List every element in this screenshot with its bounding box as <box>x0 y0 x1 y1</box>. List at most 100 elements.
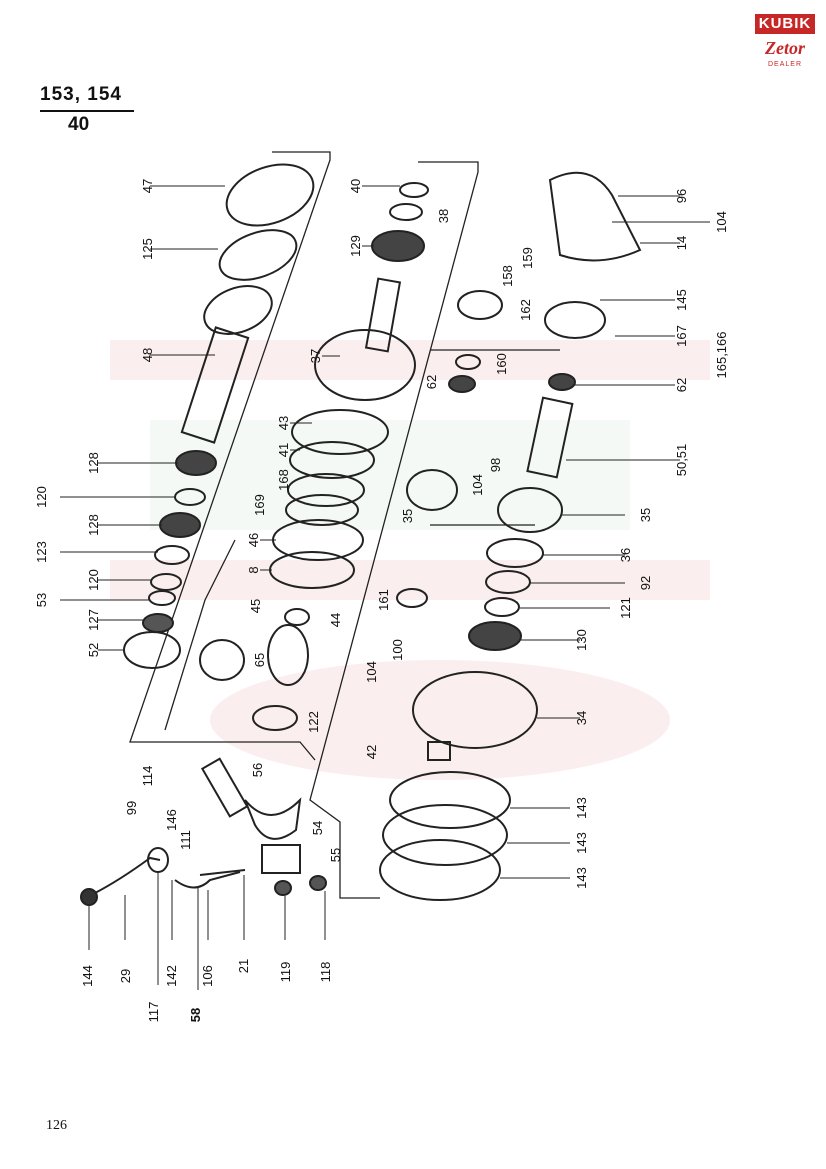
part-122-ring <box>252 705 298 731</box>
part-121-ring <box>484 597 520 617</box>
callout-120b: 120 <box>86 569 101 591</box>
assembly-outlines <box>129 151 560 899</box>
part-169-ring <box>285 494 359 526</box>
callout-117: 117 <box>146 1002 161 1023</box>
callout-29: 29 <box>118 969 133 983</box>
part-43-disc <box>291 409 389 455</box>
part-47-ring <box>225 163 315 227</box>
callout-62a: 62 <box>424 375 439 389</box>
callout-128a: 128 <box>86 452 101 474</box>
callout-21: 21 <box>236 959 251 973</box>
leader-lines <box>60 185 710 990</box>
callout-47: 47 <box>140 179 155 193</box>
callout-160: 160 <box>494 353 509 375</box>
callout-48: 48 <box>140 348 155 362</box>
callout-44: 44 <box>328 613 343 627</box>
callout-162: 162 <box>518 299 533 321</box>
callout-14: 14 <box>674 236 689 250</box>
part-118-nut <box>309 875 327 891</box>
callout-35a: 35 <box>400 509 415 523</box>
callout-145: 145 <box>674 289 689 311</box>
part-48-gear <box>203 285 273 335</box>
part-54-fork <box>244 797 302 840</box>
logo-dealer: DEALER <box>767 61 802 68</box>
callout-143a: 143 <box>574 797 589 819</box>
callout-167: 167 <box>674 325 689 347</box>
callout-130: 130 <box>574 629 589 651</box>
callout-40: 40 <box>348 179 363 193</box>
callout-120a: 120 <box>34 486 49 508</box>
part-123-ring <box>154 545 190 565</box>
callout-104a: 104 <box>714 211 729 233</box>
part-56-pin <box>200 757 249 818</box>
callout-92: 92 <box>638 576 653 590</box>
part-143c-oring <box>379 839 501 901</box>
callout-144: 144 <box>80 965 95 987</box>
callout-41: 41 <box>276 443 291 457</box>
callout-119: 119 <box>278 962 293 983</box>
callout-168: 168 <box>276 469 291 491</box>
part-29-lever <box>94 856 161 894</box>
callout-125: 125 <box>140 238 155 260</box>
callout-42: 42 <box>364 745 379 759</box>
callout-127: 127 <box>86 609 101 631</box>
callout-128b: 128 <box>86 514 101 536</box>
callout-58: 58 <box>188 1008 203 1022</box>
part-161-ring <box>396 588 428 608</box>
part-130-bearing <box>468 621 522 651</box>
part-45-springs <box>267 624 309 686</box>
part-160-ring <box>455 354 481 370</box>
part-119-nut <box>274 880 292 896</box>
callout-118: 118 <box>318 962 333 983</box>
callout-99: 99 <box>124 801 139 815</box>
part-65-hub <box>199 639 245 681</box>
callout-37: 37 <box>308 349 323 363</box>
callout-52: 52 <box>86 643 101 657</box>
part-168-ring <box>287 473 365 507</box>
callout-53: 53 <box>34 593 49 607</box>
group-number: 40 <box>68 114 90 135</box>
left-assembly-outline <box>129 151 331 761</box>
callout-5051: 50,51 <box>674 444 689 477</box>
part-55-block <box>261 844 301 874</box>
part-128b-bearing <box>159 512 201 538</box>
part-37-shaft <box>364 277 402 353</box>
part-38-ring <box>389 203 423 221</box>
part-48-shaft <box>180 326 250 444</box>
callout-8: 8 <box>246 566 261 573</box>
callout-123: 123 <box>34 541 49 563</box>
callout-36: 36 <box>618 548 633 562</box>
middle-assembly-outline <box>309 161 479 899</box>
callout-98: 98 <box>488 458 503 472</box>
logo-brand: KUBIK <box>755 14 815 34</box>
part-44-ring <box>284 608 310 626</box>
part-129-bearing <box>371 230 425 262</box>
callout-169: 169 <box>252 494 267 516</box>
part-92-ring <box>485 570 531 594</box>
callout-96: 96 <box>674 189 689 203</box>
callout-45: 45 <box>248 599 263 613</box>
callout-142: 142 <box>164 965 179 987</box>
callout-65: 65 <box>252 653 267 667</box>
callout-43: 43 <box>276 416 291 430</box>
callout-158: 158 <box>500 265 515 287</box>
part-40-ring <box>399 182 429 198</box>
part-14-cover <box>548 171 642 262</box>
callout-146: 146 <box>164 809 179 831</box>
callout-62b: 62 <box>674 378 689 392</box>
callout-104c: 104 <box>364 661 379 683</box>
callout-111: 111 <box>178 830 193 850</box>
inner-outline <box>164 539 236 731</box>
callout-143b: 143 <box>574 832 589 854</box>
part-50-51-shaft <box>526 396 574 479</box>
header-divider <box>40 110 134 112</box>
callout-34: 34 <box>574 711 589 725</box>
callout-labels: 47 125 48 128 120 128 123 120 53 127 52 … <box>34 179 729 1023</box>
part-143a-oring <box>389 771 511 829</box>
part-37-drum <box>314 329 416 401</box>
callout-165: 165,166 <box>714 332 729 379</box>
part-128a-bearing <box>175 450 217 476</box>
logo-subbrand: Zetor <box>765 38 805 58</box>
